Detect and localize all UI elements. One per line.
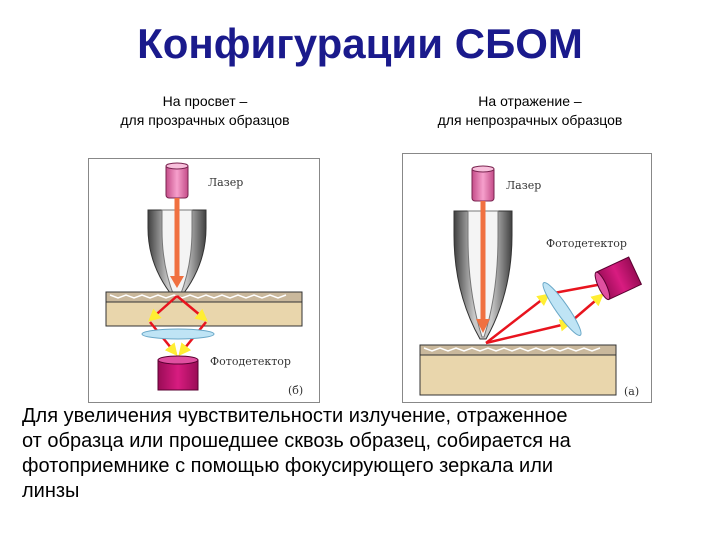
detector-label: Фотодетектор bbox=[210, 355, 291, 368]
slide-title: Конфигурации СБОМ bbox=[137, 20, 583, 67]
caption-transmission-line2: для прозрачных образцов bbox=[120, 112, 290, 128]
laser-label: Лазер bbox=[208, 176, 243, 189]
description-line: линзы bbox=[22, 480, 80, 502]
figure-label-a: (а) bbox=[624, 385, 639, 398]
description-line: Для увеличения чувствительности излучени… bbox=[22, 405, 568, 427]
laser-icon bbox=[165, 162, 189, 199]
laser-icon bbox=[471, 165, 495, 202]
detector-label: Фотодетектор bbox=[546, 237, 627, 250]
caption-transmission: На просвет – для прозрачных образцов bbox=[60, 92, 350, 130]
frame bbox=[88, 158, 320, 403]
figure-label-b: (б) bbox=[288, 384, 303, 397]
sample-icon bbox=[105, 291, 303, 327]
description-text: Для увеличения чувствительности излучени… bbox=[22, 404, 712, 504]
lens-icon bbox=[141, 328, 215, 340]
description-line: от образца или прошедшее сквозь образец,… bbox=[22, 430, 571, 452]
description-line: фотоприемнике с помощью фокусирующего зе… bbox=[22, 455, 554, 477]
laser-label: Лазер bbox=[506, 179, 541, 192]
photodetector-icon bbox=[594, 256, 643, 301]
reflection-diagram: Лазер Фотодетектор (а) bbox=[402, 153, 652, 403]
lens-icon bbox=[542, 282, 582, 336]
sample-icon bbox=[419, 344, 617, 396]
caption-reflection-line1: На отражение – bbox=[478, 93, 582, 109]
caption-reflection: На отражение – для непрозрачных образцов bbox=[380, 92, 680, 130]
photodetector-icon bbox=[157, 355, 199, 391]
caption-reflection-line2: для непрозрачных образцов bbox=[437, 112, 623, 128]
transmission-diagram: Лазер Фотодетектор (б) bbox=[88, 158, 320, 403]
caption-transmission-line1: На просвет – bbox=[162, 93, 248, 109]
